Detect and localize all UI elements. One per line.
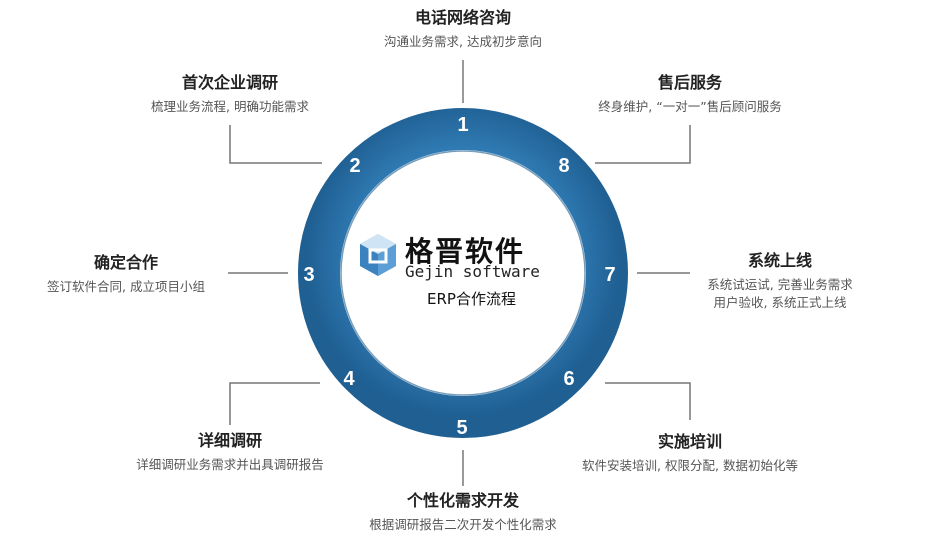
step-8: 售后服务 终身维护, “一对一”售后顾问服务 (570, 73, 810, 116)
step-number-2: 2 (349, 155, 360, 177)
step-title: 个性化需求开发 (406, 491, 519, 510)
step-2: 首次企业调研 梳理业务流程, 明确功能需求 (120, 73, 340, 116)
connector-8 (595, 125, 691, 164)
step-title: 首次企业调研 (181, 73, 278, 92)
step-desc-line-2: 用户验收, 系统正式上线 (713, 295, 847, 310)
step-number-3: 3 (303, 264, 314, 286)
step-7: 系统上线 系统试运试, 完善业务需求 用户验收, 系统正式上线 (680, 251, 880, 312)
step-desc: 梳理业务流程, 明确功能需求 (151, 99, 309, 114)
brand-name-en: Gejin software (405, 262, 540, 281)
ring-inner-edge (340, 150, 586, 396)
step-number-1: 1 (457, 114, 468, 136)
connector-6 (605, 382, 691, 420)
step-6: 实施培训 软件安装培训, 权限分配, 数据初始化等 (555, 432, 825, 475)
step-4: 详细调研 详细调研业务需求并出具调研报告 (110, 431, 350, 474)
step-desc: 沟通业务需求, 达成初步意向 (384, 34, 542, 49)
step-desc: 终身维护, “一对一”售后顾问服务 (598, 99, 782, 114)
step-title: 实施培训 (657, 432, 722, 451)
connector-lines (228, 60, 691, 486)
step-desc: 软件安装培训, 权限分配, 数据初始化等 (582, 458, 798, 473)
step-title: 详细调研 (197, 431, 262, 450)
ring-numbers: 1 2 3 4 5 6 7 8 (303, 114, 615, 439)
process-ring (298, 108, 628, 438)
step-title: 确定合作 (93, 253, 158, 272)
step-number-6: 6 (563, 368, 574, 390)
step-title: 电话网络咨询 (414, 8, 511, 27)
logo-icon (360, 234, 396, 276)
step-5: 个性化需求开发 根据调研报告二次开发个性化需求 (343, 491, 583, 534)
step-number-7: 7 (604, 264, 615, 286)
step-number-5: 5 (456, 417, 467, 439)
step-number-4: 4 (343, 368, 355, 390)
step-title: 售后服务 (657, 73, 722, 92)
brand-name-cn: 格晋软件 (405, 235, 526, 268)
step-title: 系统上线 (747, 251, 812, 270)
step-desc: 签订软件合同, 成立项目小组 (47, 279, 205, 294)
diagram-caption: ERP合作流程 (427, 290, 516, 308)
center-brand: 格晋软件 Gejin software ERP合作流程 (355, 230, 570, 310)
step-3: 确定合作 签订软件合同, 成立项目小组 (16, 253, 236, 296)
connector-2 (229, 125, 322, 164)
step-1: 电话网络咨询 沟通业务需求, 达成初步意向 (353, 8, 573, 51)
step-desc: 系统试运试, 完善业务需求 (707, 277, 853, 292)
step-desc: 详细调研业务需求并出具调研报告 (136, 457, 324, 472)
step-number-8: 8 (558, 155, 569, 177)
step-desc: 根据调研报告二次开发个性化需求 (369, 517, 557, 532)
connector-4 (229, 382, 320, 425)
